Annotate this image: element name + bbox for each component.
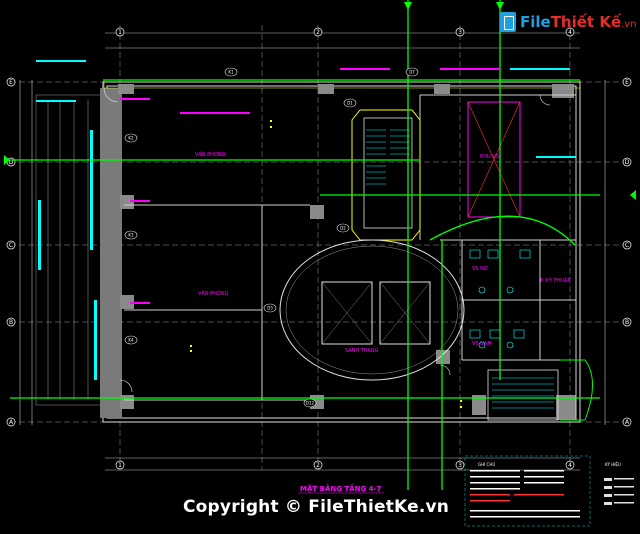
axis-label-e2: E xyxy=(625,79,629,86)
axis-bubble-8 xyxy=(565,460,575,470)
label-van-phong-2: VĂN PHÒNG xyxy=(198,290,229,297)
tag-k3: K3 xyxy=(128,233,134,238)
axis-bubble-c-right xyxy=(622,240,632,250)
axis-label-b2: B xyxy=(625,319,629,326)
tag-labels: K1 K2 K3 K4 D1 D2 D3 D12 D7 xyxy=(128,70,415,406)
left-facade xyxy=(35,88,122,418)
elliptical-lobby xyxy=(279,239,465,381)
axis-label-a2: A xyxy=(625,419,630,426)
axis-bubble-a-right xyxy=(622,417,632,427)
axis-label-b: B xyxy=(9,319,13,326)
watermark-logo: FileThiết Kế.vn xyxy=(500,12,637,32)
legend-title: KÝ HIỆU xyxy=(605,462,621,467)
logo-tld: .vn xyxy=(621,19,637,30)
label-van-phong-1: VĂN PHÒNG xyxy=(195,151,226,158)
axis-bubbles-side xyxy=(6,77,632,427)
axis-bubble-e-left xyxy=(6,77,16,87)
tag-d3: D3 xyxy=(267,306,273,311)
axis-bubble-7 xyxy=(455,460,465,470)
annotations xyxy=(36,60,576,408)
toilet-fixtures xyxy=(469,249,531,349)
axis-label-a: A xyxy=(9,419,14,426)
section-markers xyxy=(4,2,636,200)
file-icon xyxy=(500,12,516,32)
axis-label-e: E xyxy=(9,79,13,86)
axis-bubble-4 xyxy=(565,27,575,37)
stair-bottom-right xyxy=(487,359,593,421)
axis-label-c2: C xyxy=(625,242,629,249)
axis-label-1b: 1 xyxy=(118,462,122,469)
axis-label-2: 2 xyxy=(316,29,320,36)
axis-bubble-2 xyxy=(313,27,323,37)
axis-bubble-1 xyxy=(115,27,125,37)
axis-bubbles-top xyxy=(115,27,575,470)
axis-label-3b: 3 xyxy=(458,462,462,469)
tag-k2: K2 xyxy=(128,136,134,141)
axis-label-d2: D xyxy=(625,159,630,166)
columns xyxy=(120,195,576,420)
axis-bubble-6 xyxy=(313,460,323,470)
axis-label-1: 1 xyxy=(118,29,122,36)
label-vs-nam: VS NAM xyxy=(472,341,492,347)
door-swings xyxy=(103,87,551,393)
tag-k1: K1 xyxy=(228,70,234,75)
axis-bubble-b-right xyxy=(622,317,632,327)
tag-bubbles xyxy=(124,67,419,408)
axis-label-d: D xyxy=(9,159,14,166)
axis-labels-side: E D C B A E D C B A xyxy=(9,79,630,426)
axis-label-c: C xyxy=(9,242,13,249)
axis-label-4b: 4 xyxy=(568,462,572,469)
axis-bubble-5 xyxy=(115,460,125,470)
label-sanh-thang: SẢNH THANG xyxy=(345,346,379,354)
tag-d7: D7 xyxy=(409,70,415,75)
tag-k4: K4 xyxy=(128,338,134,343)
axis-label-4: 4 xyxy=(568,29,572,36)
axis-bubble-d-right xyxy=(622,157,632,167)
tag-d2: D2 xyxy=(340,226,346,231)
tag-d1: D1 xyxy=(347,101,353,106)
copyright-watermark: Copyright © FileThietKe.vn xyxy=(183,497,450,517)
axis-labels-top: 1 2 3 4 1 2 3 4 xyxy=(118,29,572,469)
room-labels: VĂN PHÒNG VĂN PHÒNG SẢNH THANG KHU VS VS… xyxy=(195,151,571,354)
notes-title: GHI CHÚ xyxy=(478,462,495,467)
logo-text: FileThiết Kế.vn xyxy=(520,13,637,31)
label-vs-nu: VS NỮ xyxy=(472,265,488,272)
logo-name: File xyxy=(520,13,551,31)
axis-bubble-b-left xyxy=(6,317,16,327)
axis-bubble-a-left xyxy=(6,417,16,427)
logo-name2: Thiết Kế xyxy=(550,13,622,31)
notes-block: GHI CHÚ KÝ HIỆU xyxy=(464,455,634,527)
tag-d12: D12 xyxy=(306,401,315,406)
axis-label-2b: 2 xyxy=(316,462,320,469)
stair-core xyxy=(351,109,421,241)
label-p-ky-thuat: P. KỸ THUẬT xyxy=(540,277,571,284)
axis-label-3: 3 xyxy=(458,29,462,36)
axis-bubble-e-right xyxy=(622,77,632,87)
axis-bubble-3 xyxy=(455,27,465,37)
drawing-title: MẶT BẰNG TẦNG 4-7 xyxy=(300,483,381,493)
axis-bubble-c-left xyxy=(6,240,16,250)
label-khu-vs: KHU VS xyxy=(480,154,499,160)
dimension-lines xyxy=(19,32,606,471)
